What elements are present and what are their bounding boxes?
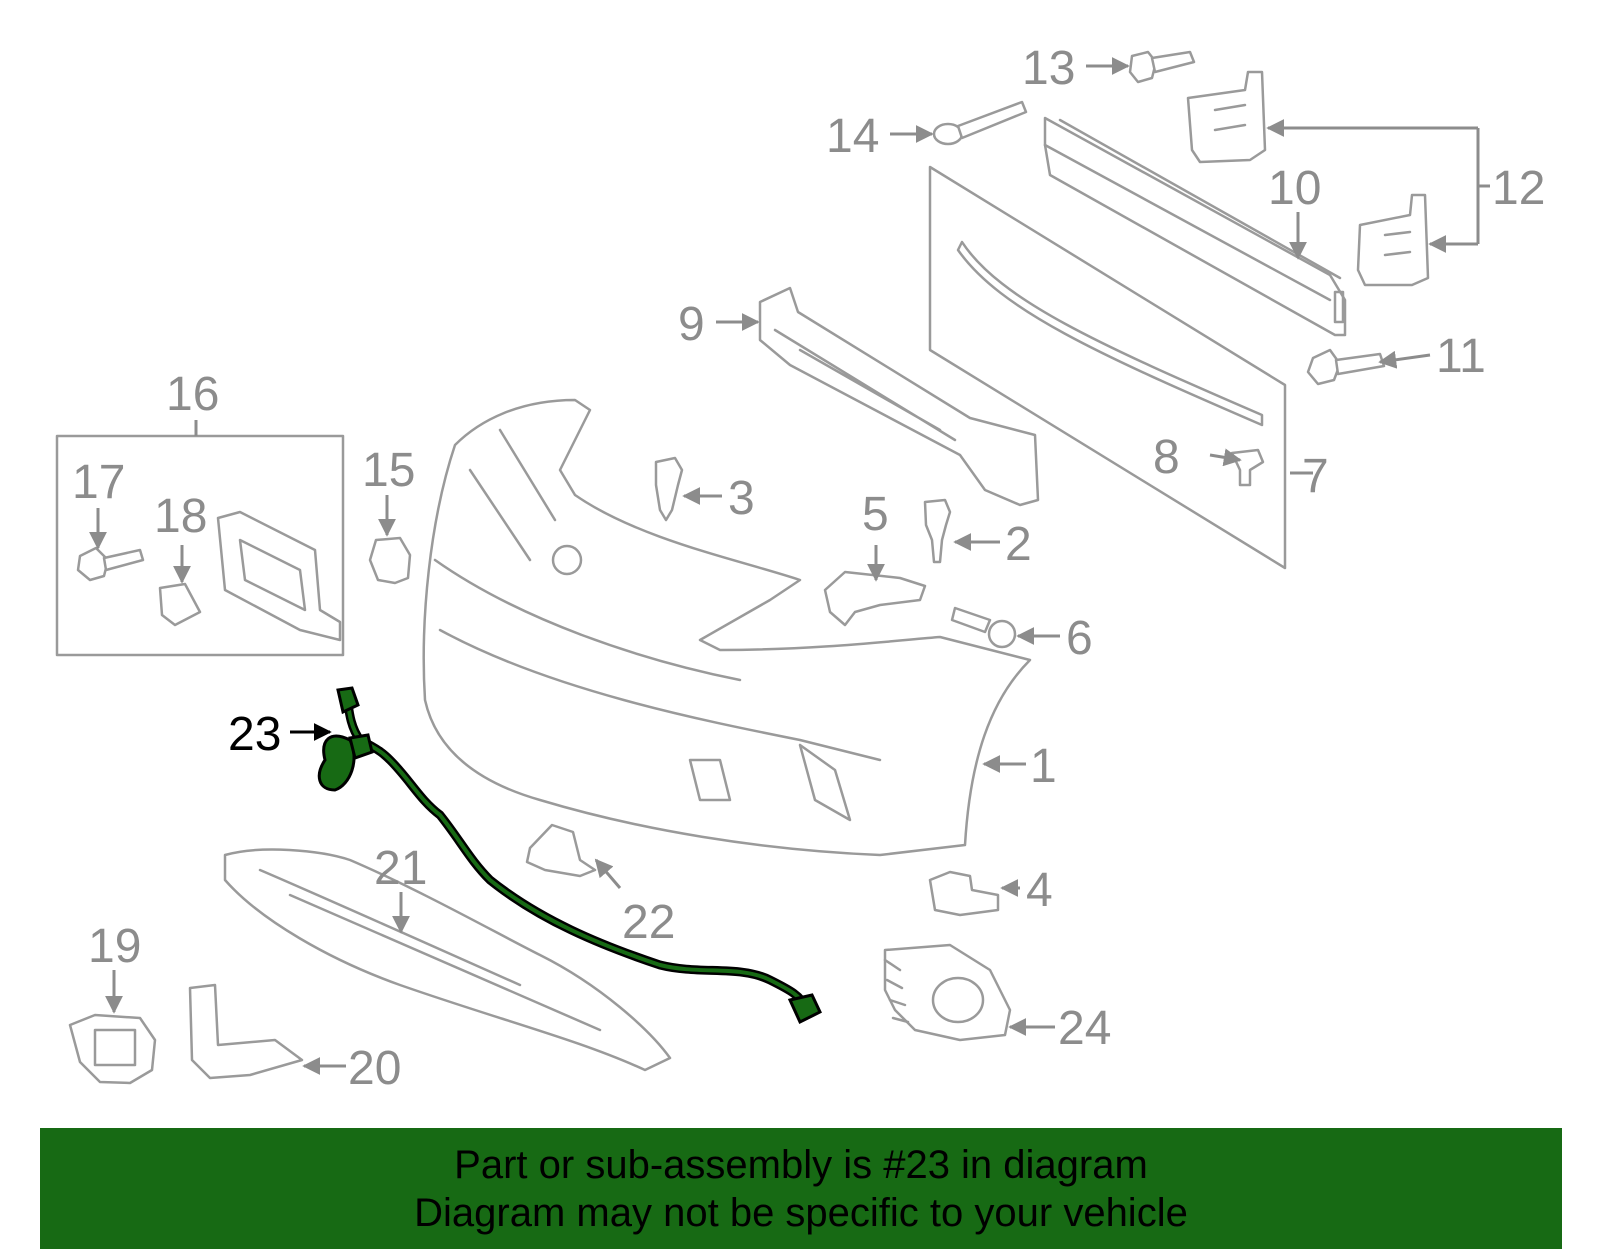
callout-17[interactable]: 17 bbox=[72, 456, 125, 509]
banner-line-2: Diagram may not be specific to your vehi… bbox=[414, 1190, 1188, 1235]
part-19-sensor[interactable] bbox=[68, 1013, 157, 1085]
callout-21[interactable]: 21 bbox=[374, 842, 427, 895]
callout-7[interactable]: 7 bbox=[1302, 450, 1329, 503]
callout-2[interactable]: 2 bbox=[1005, 518, 1032, 571]
part-24-fog-lamp-bezel[interactable] bbox=[883, 943, 1012, 1042]
callout-1[interactable]: 1 bbox=[1030, 740, 1057, 793]
leader-lines bbox=[89, 57, 1490, 1075]
part-9-energy-absorber[interactable] bbox=[758, 286, 1040, 507]
callout-4[interactable]: 4 bbox=[1026, 864, 1053, 917]
callout-3[interactable]: 3 bbox=[728, 472, 755, 525]
part-17-bolt[interactable] bbox=[76, 546, 145, 582]
part-20-bracket[interactable] bbox=[188, 983, 304, 1080]
callout-20[interactable]: 20 bbox=[348, 1042, 401, 1095]
callout-16[interactable]: 16 bbox=[166, 368, 219, 421]
callout-23[interactable]: 23 bbox=[228, 708, 281, 761]
callout-10[interactable]: 10 bbox=[1268, 162, 1321, 215]
callout-11[interactable]: 11 bbox=[1436, 330, 1486, 383]
part-15-sensor[interactable] bbox=[368, 536, 412, 585]
callout-8[interactable]: 8 bbox=[1153, 431, 1180, 484]
info-banner: Part or sub-assembly is #23 in diagram D… bbox=[40, 1128, 1562, 1249]
part-2-fastener[interactable] bbox=[923, 498, 952, 564]
part-14-tow-hook[interactable] bbox=[932, 100, 1028, 146]
callout-labels: 1 2 3 4 5 6 7 8 9 10 11 12 13 14 15 16 1… bbox=[72, 42, 1545, 1095]
part-12-reinforcement-brackets[interactable] bbox=[1186, 70, 1430, 287]
part-21-lower-cover[interactable] bbox=[223, 848, 672, 1072]
part-18-clip[interactable] bbox=[158, 582, 202, 627]
part-7-energy-absorber-panel[interactable] bbox=[928, 165, 1287, 570]
callout-13[interactable]: 13 bbox=[1022, 42, 1075, 95]
callout-14[interactable]: 14 bbox=[826, 110, 879, 163]
part-4-sensor[interactable] bbox=[928, 870, 1000, 917]
parts-diagram: 1 2 3 4 5 6 7 8 9 10 11 12 13 14 15 16 1… bbox=[55, 42, 1545, 1095]
callout-6[interactable]: 6 bbox=[1066, 612, 1093, 665]
banner-line-1: Part or sub-assembly is #23 in diagram bbox=[454, 1142, 1148, 1187]
part-6-screw[interactable] bbox=[950, 606, 1017, 649]
part-13-bolt[interactable] bbox=[1128, 50, 1196, 84]
part-22-retainer[interactable] bbox=[525, 823, 597, 878]
part-23-wire-harness[interactable] bbox=[317, 686, 822, 1025]
callout-15[interactable]: 15 bbox=[362, 444, 415, 497]
callout-24[interactable]: 24 bbox=[1058, 1002, 1111, 1055]
callout-18[interactable]: 18 bbox=[154, 490, 207, 543]
part-3-clip[interactable] bbox=[654, 456, 684, 522]
part-11-bolt[interactable] bbox=[1306, 348, 1386, 386]
callout-22[interactable]: 22 bbox=[622, 896, 675, 949]
callout-19[interactable]: 19 bbox=[88, 920, 141, 973]
part-16-bracket-assembly[interactable] bbox=[55, 434, 345, 657]
callout-5[interactable]: 5 bbox=[862, 488, 889, 541]
callout-9[interactable]: 9 bbox=[678, 298, 705, 351]
callout-12[interactable]: 12 bbox=[1492, 162, 1545, 215]
part-1-bumper-cover[interactable] bbox=[422, 398, 1032, 857]
part-10-bumper-reinforcement[interactable] bbox=[1043, 116, 1347, 337]
